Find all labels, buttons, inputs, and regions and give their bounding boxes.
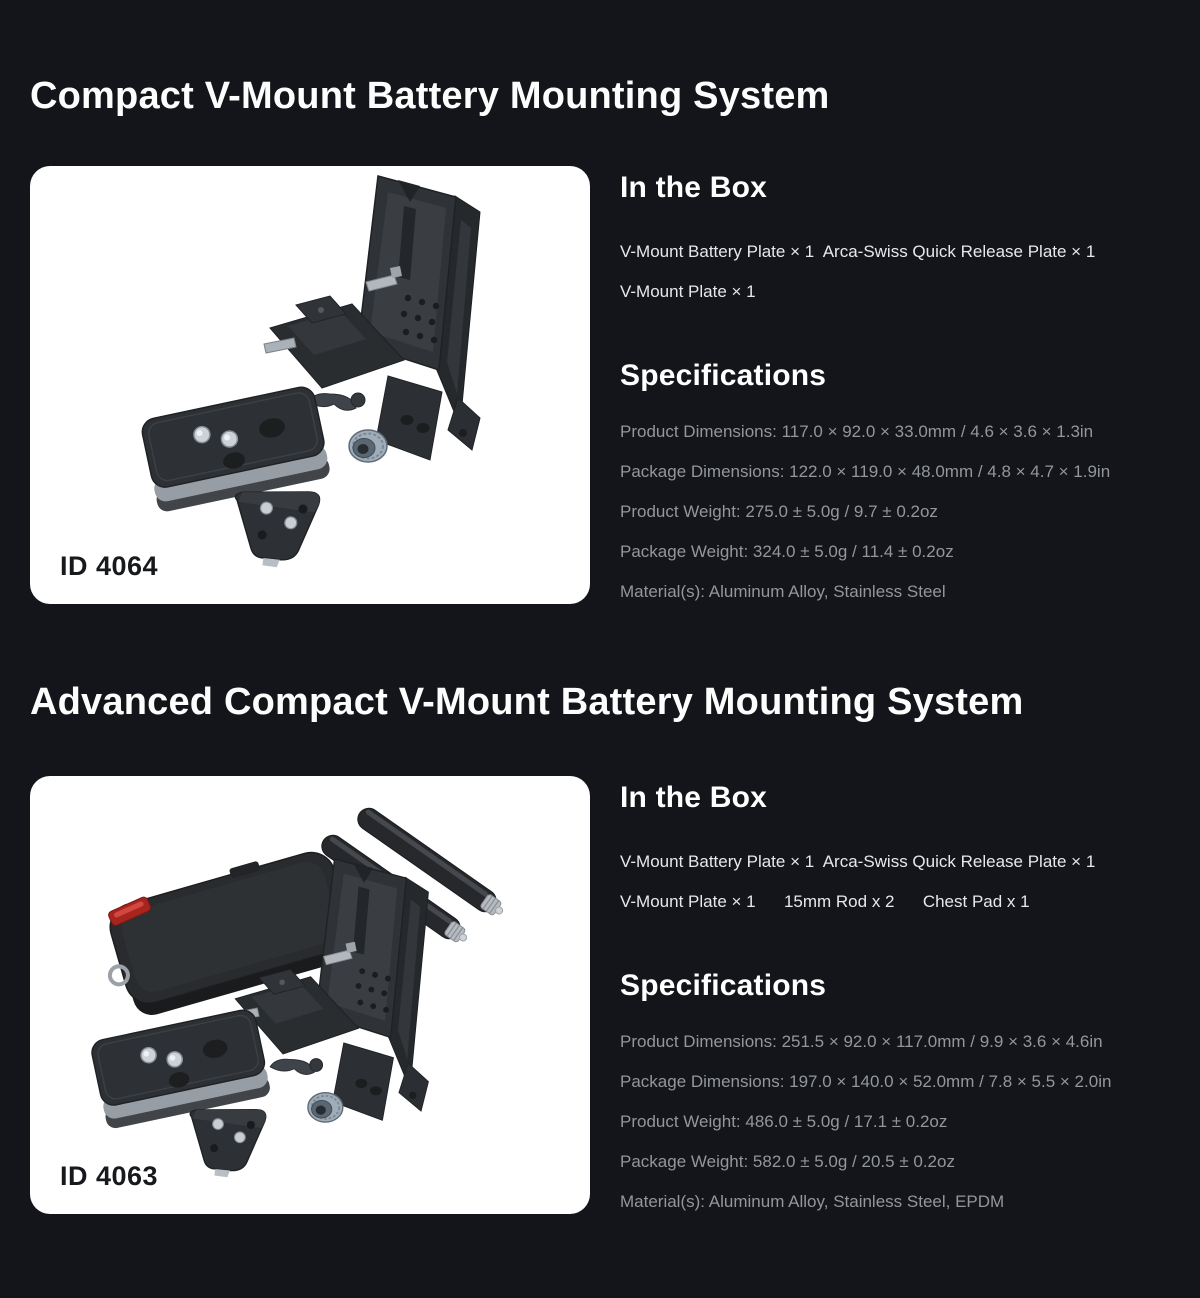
product-photo-4063 <box>88 803 509 1182</box>
triangular-plate-illustration <box>188 1099 275 1182</box>
page: Compact V-Mount Battery Mounting System … <box>30 72 1170 1222</box>
product-row: ID 4064 In the Box V-Mount Battery Plate… <box>30 166 1170 612</box>
triangular-plate-illustration <box>234 481 329 573</box>
spec-row-product-weight: Product Weight: 486.0 ± 5.0g / 17.1 ± 0.… <box>620 1112 948 1131</box>
spec-row-product-dimensions: Product Dimensions: 117.0 × 92.0 × 33.0m… <box>620 422 1094 441</box>
product-image-card: ID 4064 <box>30 166 590 604</box>
product-details: In the Box V-Mount Battery Plate × 1 Arc… <box>590 776 1170 1222</box>
in-the-box-heading: In the Box <box>620 171 768 204</box>
spec-row-package-weight: Package Weight: 324.0 ± 5.0g / 11.4 ± 0.… <box>620 542 954 561</box>
in-the-box-line: V-Mount Battery Plate × 1 Arca-Swiss Qui… <box>620 852 1096 871</box>
product-title: Advanced Compact V-Mount Battery Mountin… <box>30 681 1024 723</box>
specifications-heading: Specifications <box>620 359 827 392</box>
product-image-card: ID 4063 <box>30 776 590 1214</box>
product-section-4064: Compact V-Mount Battery Mounting System … <box>30 72 1170 612</box>
product-title: Compact V-Mount Battery Mounting System <box>30 75 830 117</box>
in-the-box-line: V-Mount Plate × 1 15mm Rod x 2 Chest Pad… <box>620 892 1030 911</box>
in-the-box-line: V-Mount Battery Plate × 1 Arca-Swiss Qui… <box>620 242 1096 261</box>
spec-row-package-weight: Package Weight: 582.0 ± 5.0g / 20.5 ± 0.… <box>620 1152 955 1171</box>
product-row: ID 4063 In the Box V-Mount Battery Plate… <box>30 776 1170 1222</box>
spec-row-package-dimensions: Package Dimensions: 197.0 × 140.0 × 52.0… <box>620 1072 1112 1091</box>
spec-row-materials: Material(s): Aluminum Alloy, Stainless S… <box>620 582 946 601</box>
spec-row-product-dimensions: Product Dimensions: 251.5 × 92.0 × 117.0… <box>620 1032 1103 1051</box>
product-section-4063: Advanced Compact V-Mount Battery Mountin… <box>30 678 1170 1222</box>
in-the-box-heading: In the Box <box>620 781 768 814</box>
spec-row-materials: Material(s): Aluminum Alloy, Stainless S… <box>620 1192 1005 1211</box>
spec-row-product-weight: Product Weight: 275.0 ± 5.0g / 9.7 ± 0.2… <box>620 502 938 521</box>
specifications-heading: Specifications <box>620 969 827 1002</box>
product-id-label: ID 4064 <box>60 551 159 581</box>
spec-row-package-dimensions: Package Dimensions: 122.0 × 119.0 × 48.0… <box>620 462 1111 481</box>
product-id-label: ID 4063 <box>60 1161 159 1191</box>
product-photo-4064 <box>139 175 481 573</box>
product-details: In the Box V-Mount Battery Plate × 1 Arc… <box>590 166 1170 612</box>
in-the-box-line: V-Mount Plate × 1 <box>620 282 756 301</box>
